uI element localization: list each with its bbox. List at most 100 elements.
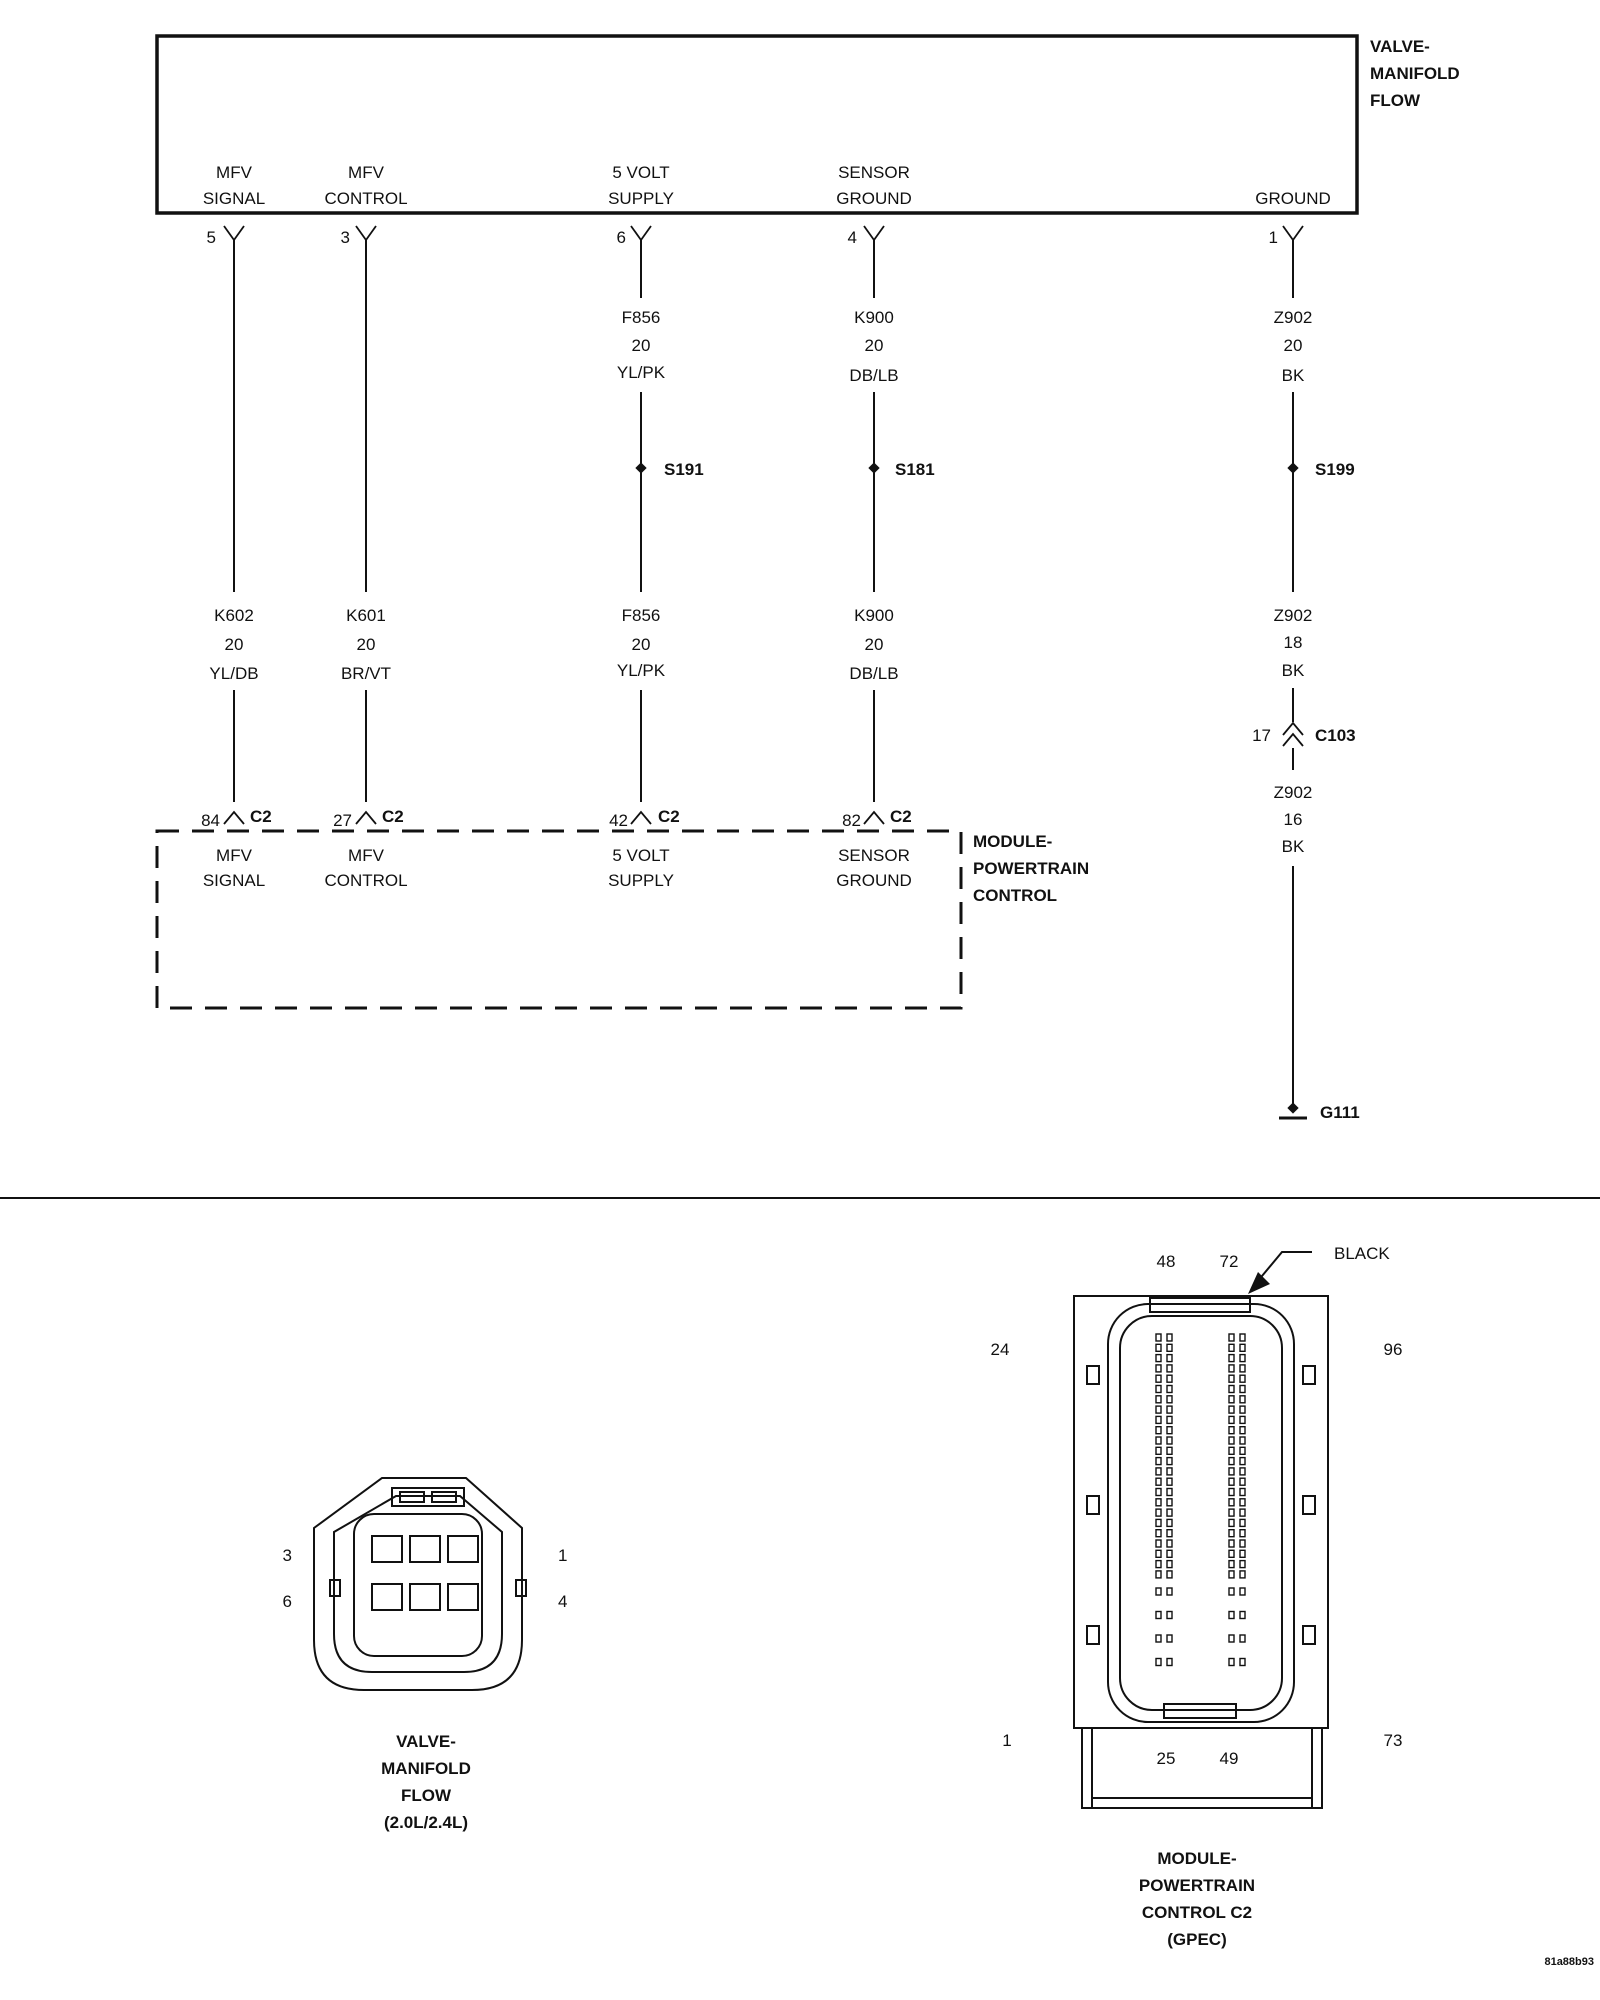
pcm-cavity-108 [1239, 1634, 1246, 1643]
valve-pin-number-6: 6 [617, 228, 626, 247]
valve-view-caption-4: (2.0L/2.4L) [384, 1813, 468, 1832]
pcm-pin-number-27: 27 [333, 811, 352, 830]
pcm-title-line-1: MODULE- [973, 832, 1052, 851]
valve-title-line-2: MANIFOLD [1370, 64, 1460, 83]
pcm-cavity-60 [1239, 1477, 1246, 1486]
pcm-cavity-59 [1228, 1477, 1235, 1486]
pcm-cavity-109 [1155, 1657, 1162, 1667]
pcm-cavity-111 [1228, 1657, 1235, 1667]
splice-s181-dot [868, 462, 880, 474]
wire-z902-upper-color: BK [1282, 366, 1305, 385]
wire-f856-lower-gauge: 20 [632, 635, 651, 654]
pcm-pin-symbol-27 [355, 810, 377, 825]
valve-cavity-1 [447, 1535, 479, 1563]
pcm-cavity-40 [1239, 1425, 1246, 1435]
valve-pin-number-1: 1 [1269, 228, 1278, 247]
pcm-cavity-43 [1228, 1436, 1235, 1445]
pcm-connector-seal-outer [1107, 1303, 1295, 1723]
pcm-cavity-65 [1155, 1498, 1162, 1507]
pcm-pin-symbols: 84 C2 27 C2 42 C2 82 C2 [201, 807, 912, 830]
wire-z902-mid-color: BK [1282, 661, 1305, 680]
pcm-cavity-66 [1166, 1498, 1173, 1507]
pcm-cavity-98 [1166, 1587, 1173, 1596]
c103-female-symbol [1282, 721, 1304, 736]
pcm-cavity-26 [1166, 1395, 1173, 1404]
pcm-cavity-103 [1228, 1610, 1235, 1620]
pcm-cavity-25 [1155, 1395, 1162, 1404]
pcm-cavity-110 [1166, 1657, 1173, 1667]
pcm-cavity-47 [1228, 1446, 1235, 1456]
pcm-cavity-63 [1228, 1487, 1235, 1497]
pcm-cavity-39 [1228, 1425, 1235, 1435]
pcm-cavity-36 [1239, 1415, 1246, 1425]
valve-connector-latch-tab-left [399, 1491, 425, 1503]
pcm-connector-rib-r2 [1302, 1495, 1316, 1515]
pcm-pin-symbol-84 [223, 810, 245, 825]
pcm-cavity-19 [1228, 1374, 1235, 1383]
pcm-cavity-84 [1239, 1539, 1246, 1548]
pcm-pin-symbol-42 [630, 810, 652, 825]
pcm-cavity-79 [1228, 1528, 1235, 1538]
wire-k900-upper-color: DB/LB [849, 366, 898, 385]
pcm-cavity-102 [1166, 1610, 1173, 1620]
c103-label: C103 [1315, 726, 1356, 745]
pcm-cavity-6 [1166, 1343, 1173, 1353]
pcm-cavity-30 [1166, 1405, 1173, 1414]
wire-z902-mid-gauge: 18 [1284, 633, 1303, 652]
figure-code: 81a88b93 [1544, 1956, 1594, 1968]
pcm-cavity-94 [1166, 1570, 1173, 1579]
valve-pin-symbol-6 [630, 225, 652, 242]
wire-f856-upper-color: YL/PK [617, 363, 666, 382]
valve-cavity-5 [409, 1583, 441, 1611]
pcm-cavity-56 [1239, 1467, 1246, 1476]
pcm-cavity-101 [1155, 1610, 1162, 1620]
valve-title-line-3: FLOW [1370, 91, 1421, 110]
valve-pin-label-5v-supply-1: 5 VOLT [612, 163, 669, 182]
pcm-cavity-87 [1228, 1549, 1235, 1559]
pcm-connector-rib-l3 [1086, 1625, 1100, 1645]
pcm-cavity-53 [1155, 1467, 1162, 1476]
pcm-view-pin-72: 72 [1220, 1252, 1239, 1271]
pcm-component: MODULE- POWERTRAIN CONTROL MFV SIGNAL MF… [155, 829, 1089, 1010]
valve-view-pin-6: 6 [283, 1592, 292, 1611]
wire-z902-upper-gauge: 20 [1284, 336, 1303, 355]
pcm-cavity-54 [1166, 1467, 1173, 1476]
valve-pin-label-sensor-ground-2: GROUND [836, 189, 912, 208]
pcm-view-caption-3: CONTROL C2 [1142, 1903, 1252, 1922]
splice-s199-dot [1287, 462, 1299, 474]
wire-k602-id: K602 [214, 606, 254, 625]
wire-k900-upper-id: K900 [854, 308, 894, 327]
pcm-cavity-75 [1228, 1518, 1235, 1528]
splice-s199-label: S199 [1315, 460, 1355, 479]
pcm-cavity-91 [1228, 1559, 1235, 1569]
pcm-cavity-96 [1239, 1570, 1246, 1579]
valve-pin-number-5: 5 [207, 228, 216, 247]
pcm-cavity-24 [1239, 1384, 1246, 1394]
pcm-cavity-86 [1166, 1549, 1173, 1559]
pcm-pin-84-connector: C2 [250, 807, 272, 826]
pcm-view-caption-1: MODULE- [1157, 1849, 1236, 1868]
valve-view-caption-2: MANIFOLD [381, 1759, 471, 1778]
ground-g111-dot [1287, 1102, 1299, 1114]
pcm-cavity-29 [1155, 1405, 1162, 1414]
pcm-pin-27-connector: C2 [382, 807, 404, 826]
pcm-cavity-38 [1166, 1425, 1173, 1435]
valve-cavity-3 [371, 1535, 403, 1563]
wire-z902-mid-id: Z902 [1274, 606, 1313, 625]
pcm-pin-label-sensor-ground-2: GROUND [836, 871, 912, 890]
pcm-view-pin-73: 73 [1384, 1731, 1403, 1750]
wire-k601-id: K601 [346, 606, 386, 625]
pcm-cavity-71 [1228, 1508, 1235, 1517]
pcm-cavity-23 [1228, 1384, 1235, 1394]
valve-view-caption-3: FLOW [401, 1786, 452, 1805]
valve-connector-latch-tab-right [431, 1491, 457, 1503]
pcm-cavity-31 [1228, 1405, 1235, 1414]
pcm-cavity-69 [1155, 1508, 1162, 1517]
valve-pin-label-mfv-signal-2: SIGNAL [203, 189, 265, 208]
valve-pin-symbol-4 [863, 225, 885, 242]
pcm-cavity-62 [1166, 1487, 1173, 1497]
pcm-cavity-99 [1228, 1587, 1235, 1596]
pcm-connector-rib-l1 [1086, 1365, 1100, 1385]
pcm-cavity-33 [1155, 1415, 1162, 1425]
splices: S191 S181 S199 [635, 460, 1355, 479]
